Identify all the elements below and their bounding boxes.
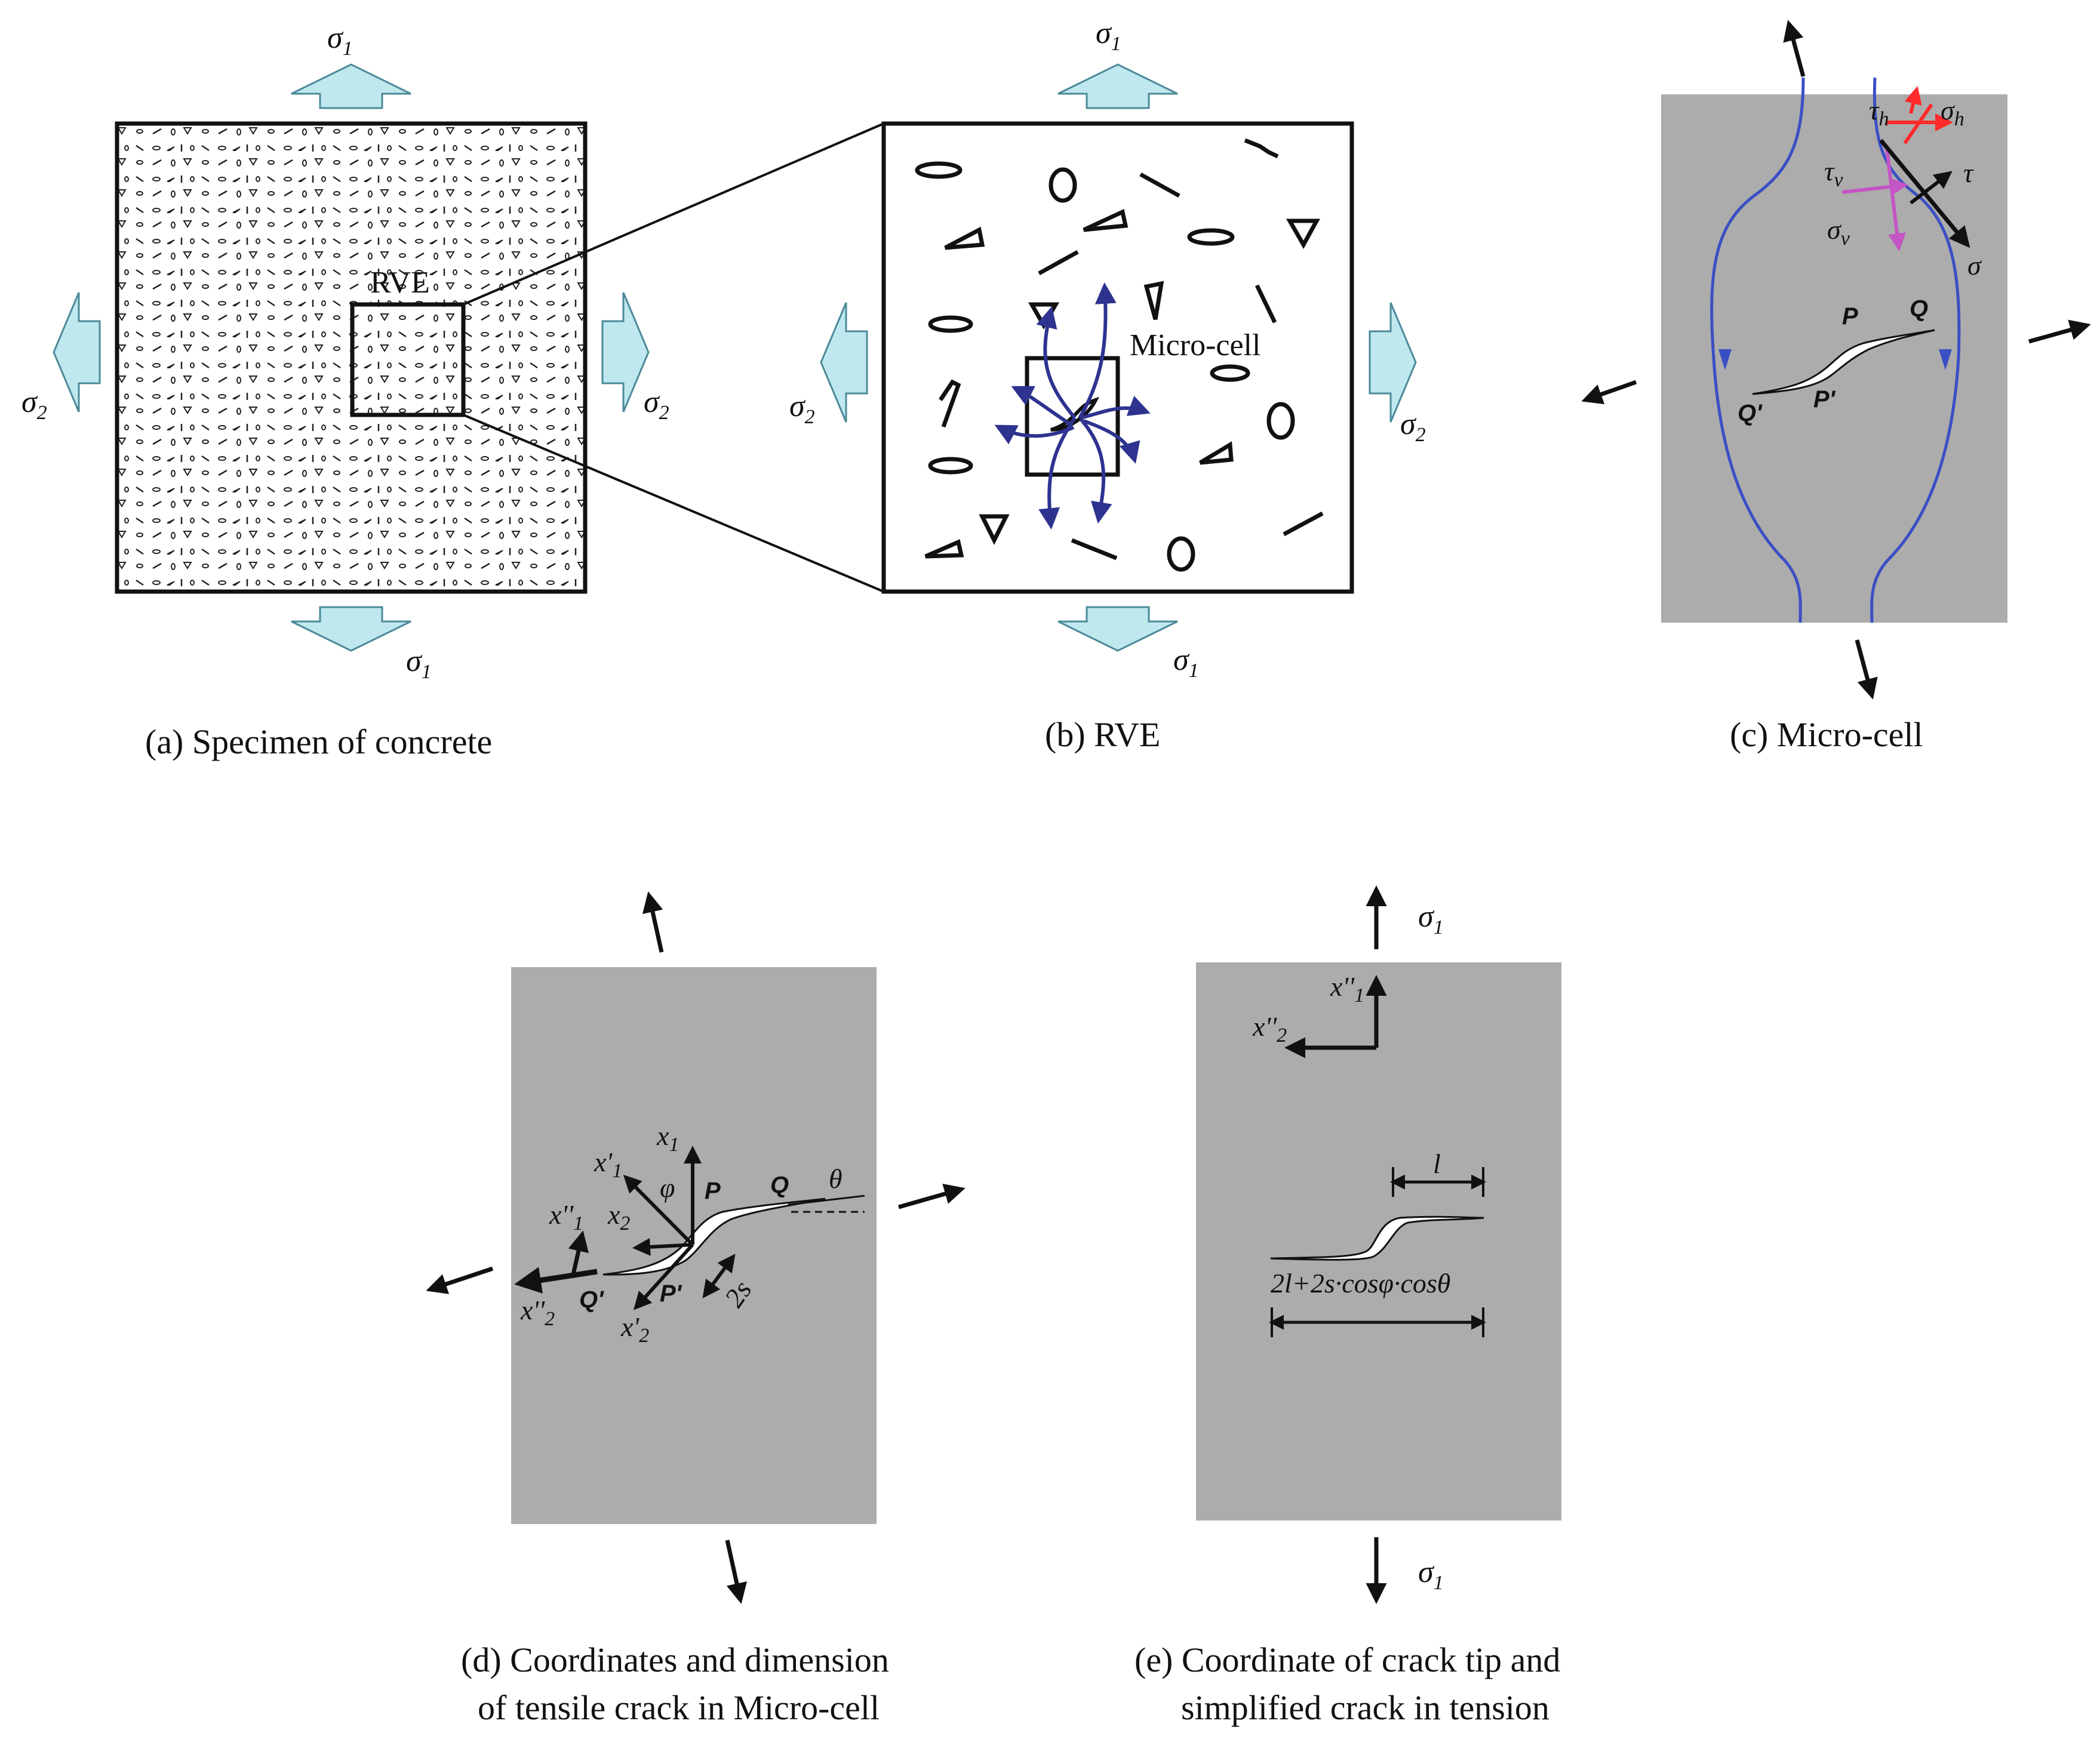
caption-b: (b) RVE (1045, 715, 1160, 754)
caption-d-line2: of tensile crack in Micro-cell (478, 1688, 880, 1727)
axis-x2-prime (633, 1243, 694, 1310)
sigma2-left-a: σ2 (21, 385, 47, 424)
outer-arrow-left-c (1581, 380, 1637, 405)
rve-defects (915, 138, 1324, 572)
load-arrow-left-a (53, 292, 101, 413)
tau-v-arrow (1841, 177, 1908, 196)
point-p-prime-d: P' (660, 1281, 682, 1307)
microcell-box (1025, 356, 1120, 477)
panel-d-coordinates: x1 x'1 x2 x''1 x''2 x'2 φ θ 2s P Q Q' P'… (426, 891, 966, 1727)
crack-c (1752, 329, 1935, 395)
load-arrow-left-b (820, 302, 868, 423)
panel-e-simplified-crack: σ1 σ1 x''1 x''2 l 2l+2s·cosφ·cosθ (e) Co… (1134, 885, 1561, 1727)
caption-e-line2: simplified crack in tension (1181, 1688, 1549, 1727)
sigma2-right-b: σ2 (1400, 407, 1426, 446)
load-arrow-right-b (1369, 302, 1417, 423)
outer-arrow-bottom-d (725, 1540, 748, 1604)
point-p-prime-c: P' (1813, 386, 1836, 413)
flow-arrowhead-right (1939, 349, 1952, 370)
caption-d-line1: (d) Coordinates and dimension (461, 1640, 889, 1679)
sigma1-bottom-a: σ1 (406, 644, 432, 683)
x2-double-prime-label: x''2 (520, 1295, 555, 1330)
panel-b-rve: Micro-cell σ1 σ1 σ2 σ2 (b) RVE (789, 16, 1426, 754)
load-arrow-bottom-a (291, 606, 411, 652)
flow-line-left (1710, 77, 1805, 623)
panel-c-microcell: P Q Q' P' τh σh τv σv τ σ (c) Micro-cell (1581, 20, 2091, 754)
tau-arrow (1910, 171, 1953, 205)
load-arrow-top-b (1057, 63, 1178, 109)
tau-h-label: τh (1869, 95, 1889, 130)
microcell-label: Micro-cell (1130, 328, 1260, 362)
point-q-prime-d: Q' (579, 1286, 604, 1313)
flow-line-right (1870, 77, 1961, 623)
sigma2-right-a: σ2 (644, 385, 669, 424)
x2-prime-label: x'2 (620, 1312, 649, 1347)
outer-arrow-bottom-c (1855, 639, 1878, 700)
two-s-dimension (702, 1254, 736, 1298)
rve-flow-arrows (994, 282, 1151, 530)
sigma-label: σ (1967, 250, 1982, 281)
simplified-crack (1270, 1215, 1484, 1261)
tau-v-label: τv (1824, 156, 1843, 191)
caption-a: (a) Specimen of concrete (145, 722, 492, 761)
sigma1-top-b: σ1 (1096, 16, 1121, 55)
sigma2-left-b: σ2 (789, 389, 815, 428)
sigma-v-label: σv (1827, 214, 1850, 250)
point-p-c: P (1842, 303, 1858, 330)
theta-label: θ (829, 1164, 843, 1194)
x1-double-prime-label: x''1 (549, 1199, 583, 1235)
outer-arrow-right-c (2028, 319, 2091, 344)
load-arrow-top-a (291, 63, 411, 109)
panel-a-specimen: RVE σ1 σ1 σ2 σ2 (a) Specimen of concrete (21, 21, 669, 761)
sigma1-bottom-e: σ1 (1418, 1555, 1444, 1594)
sigma1-bottom-b: σ1 (1173, 643, 1199, 682)
caption-c: (c) Micro-cell (1730, 715, 1923, 754)
axis-x1-prime (623, 1174, 694, 1246)
zoom-line-bottom (463, 414, 884, 593)
point-q-d: Q (770, 1172, 789, 1198)
axis-x2-double-prime (514, 1267, 598, 1294)
zoom-line-top (463, 122, 884, 306)
crack-extension-line (788, 1195, 865, 1206)
sigma1-top-e: σ1 (1418, 900, 1444, 938)
sigma1-top-a: σ1 (327, 21, 353, 60)
point-p-d: P (705, 1178, 721, 1204)
crack-d (602, 1198, 826, 1276)
axis-x1-double-prime (568, 1230, 589, 1275)
tau-h-arrow (1904, 86, 1922, 114)
x2-double-prime-label-e: x''2 (1252, 1011, 1287, 1047)
phi-label: φ (660, 1172, 675, 1203)
sigma-v-arrow (1885, 149, 1907, 251)
x1-double-prime-label-e: x''1 (1330, 971, 1364, 1007)
load-arrow-bottom-b (1057, 606, 1178, 652)
l-label: l (1433, 1149, 1441, 1179)
point-q-prime-c: Q' (1738, 400, 1763, 426)
x2-label: x2 (607, 1199, 630, 1235)
outer-arrow-top-d (642, 891, 664, 953)
length-formula: 2l+2s·cosφ·cosθ (1271, 1268, 1450, 1298)
flow-arrowhead-left (1718, 349, 1732, 370)
outer-arrow-left-d (426, 1266, 494, 1294)
red-cross-arrow (1903, 103, 1933, 144)
x1-prime-label: x'1 (594, 1147, 622, 1182)
point-q-c: Q (1910, 296, 1928, 322)
caption-e-line1: (e) Coordinate of crack tip and (1134, 1640, 1560, 1679)
rve-label: RVE (370, 266, 430, 300)
load-arrow-right-a (601, 292, 650, 413)
tau-label: τ (1963, 158, 1974, 188)
rve-box (350, 302, 466, 417)
axis-x2 (632, 1238, 693, 1256)
x1-label: x1 (656, 1121, 679, 1156)
sigma-h-label: σh (1941, 95, 1964, 130)
outer-arrow-top-c (1783, 20, 1806, 77)
outer-arrow-right-d (898, 1183, 966, 1209)
